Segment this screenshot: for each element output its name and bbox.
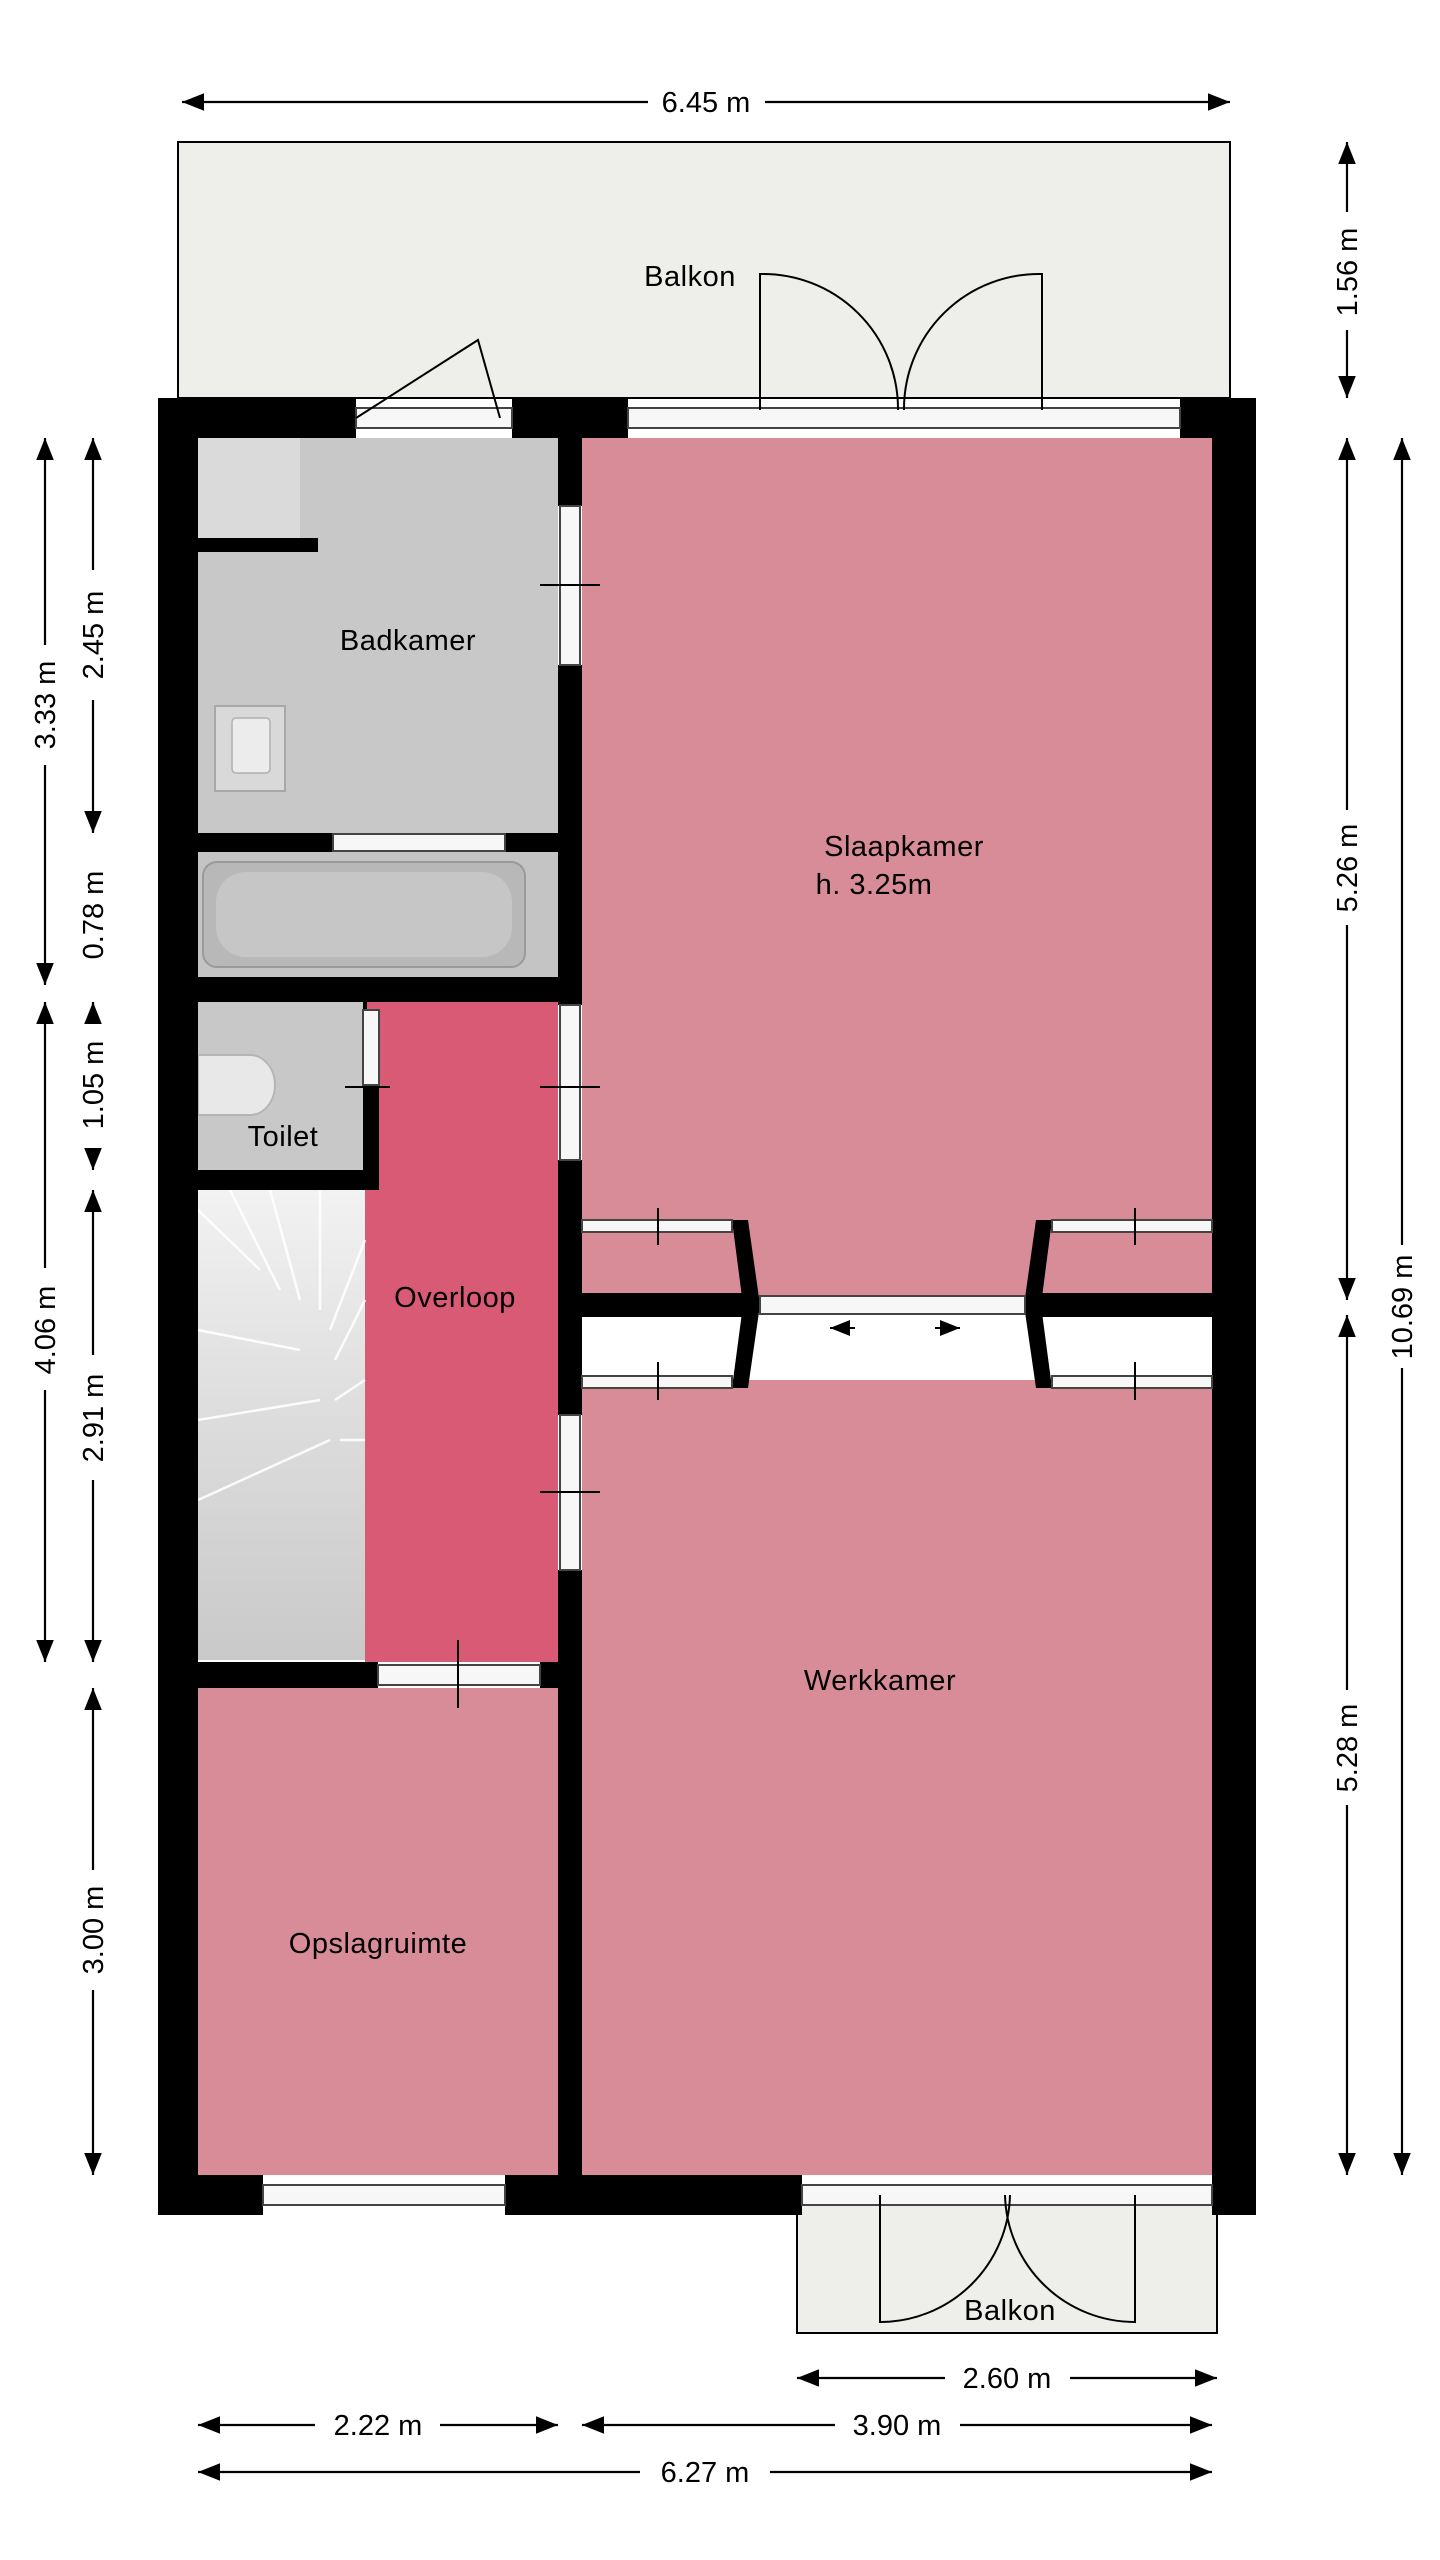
dimension-lines bbox=[36, 93, 1411, 2481]
balcony-top bbox=[177, 141, 1231, 399]
label-slaapkamer-height: h. 3.25m bbox=[816, 869, 933, 901]
label-overloop: Overloop bbox=[394, 1282, 516, 1314]
dim-balkon-bottom-width: 2.60 m bbox=[963, 2363, 1052, 2395]
label-werkkamer: Werkkamer bbox=[804, 1665, 956, 1697]
label-toilet: Toilet bbox=[248, 1121, 319, 1153]
room-opslagruimte bbox=[198, 1688, 558, 2175]
stair-treads bbox=[197, 1189, 367, 1502]
label-slaapkamer: Slaapkamer bbox=[824, 831, 984, 863]
dim-overloop-depth: 2.91 m bbox=[78, 1374, 110, 1463]
stairs bbox=[198, 1190, 365, 1660]
dim-opslag-depth: 3.00 m bbox=[78, 1886, 110, 1975]
walls bbox=[158, 398, 1256, 2215]
bathtub-inner bbox=[216, 872, 512, 957]
dim-toilet-depth: 1.05 m bbox=[78, 1041, 110, 1130]
shower-area bbox=[198, 438, 300, 538]
dim-top-width: 6.45 m bbox=[662, 87, 751, 119]
dim-left-outer-lower: 4.06 m bbox=[30, 1286, 62, 1375]
toilet-bowl bbox=[197, 1054, 276, 1116]
label-balkon-top: Balkon bbox=[644, 261, 736, 293]
dim-bottom-left-width: 2.22 m bbox=[334, 2410, 423, 2442]
room-werkkamer bbox=[582, 1380, 1212, 2175]
dim-bottom-total-width: 6.27 m bbox=[661, 2457, 750, 2489]
dim-slaapkamer-depth: 5.26 m bbox=[1332, 824, 1364, 913]
dim-left-outer-upper: 3.33 m bbox=[30, 661, 62, 750]
label-balkon-bottom: Balkon bbox=[964, 2295, 1056, 2327]
door-swings bbox=[345, 272, 1136, 2324]
dim-bottom-right-width: 3.90 m bbox=[853, 2410, 942, 2442]
dim-balkon-depth: 1.56 m bbox=[1332, 228, 1364, 317]
room-slaapkamer bbox=[582, 438, 1212, 1300]
label-badkamer: Badkamer bbox=[340, 625, 476, 657]
sink-basin bbox=[231, 717, 271, 774]
label-opslagruimte: Opslagruimte bbox=[289, 1928, 467, 1960]
dim-total-depth: 10.69 m bbox=[1387, 1255, 1419, 1360]
dim-bath-depth: 0.78 m bbox=[78, 871, 110, 960]
room-overloop bbox=[365, 1002, 558, 1662]
dim-badkamer-depth: 2.45 m bbox=[78, 591, 110, 680]
dim-werkkamer-depth: 5.28 m bbox=[1332, 1704, 1364, 1793]
